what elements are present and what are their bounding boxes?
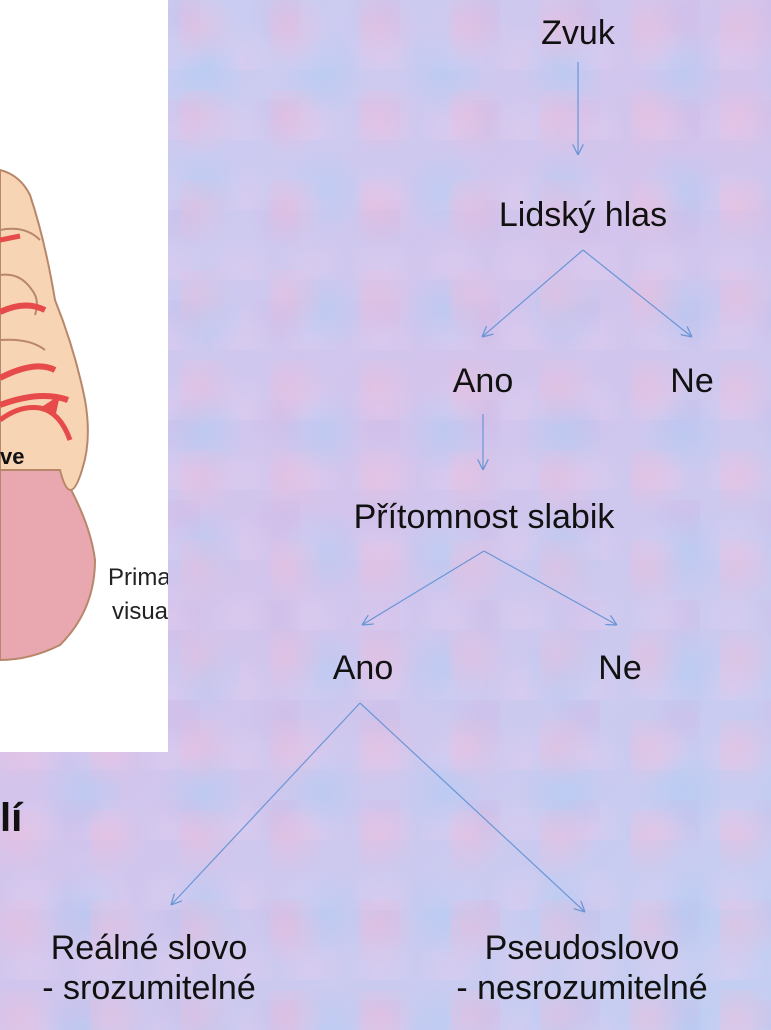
node-pseudoslovo: Pseudoslovo <box>432 928 732 968</box>
node-voice-ano: Ano <box>430 362 536 400</box>
node-realne-slovo-sub: - srozumitelné <box>24 968 274 1008</box>
node-syll-ano: Ano <box>310 649 416 687</box>
node-syll-ne: Ne <box>580 649 660 687</box>
edge-ano-realne <box>171 703 360 905</box>
node-pseudoslovo-sub: - nesrozumitelné <box>412 968 752 1008</box>
edge-pritomnost-ano <box>362 551 484 625</box>
edge-lidsky-ano <box>482 250 583 337</box>
edge-pritomnost-ne <box>484 551 617 625</box>
node-voice-ne: Ne <box>652 362 732 400</box>
node-realne-slovo: Reálné slovo <box>24 928 274 968</box>
node-zvuk: Zvuk <box>508 14 648 52</box>
edge-lidsky-ne <box>583 250 692 337</box>
node-pritomnost-slabik: Přítomnost slabik <box>326 498 642 536</box>
node-lidsky-hlas: Lidský hlas <box>460 196 706 234</box>
edge-ano-pseudo <box>360 703 585 912</box>
